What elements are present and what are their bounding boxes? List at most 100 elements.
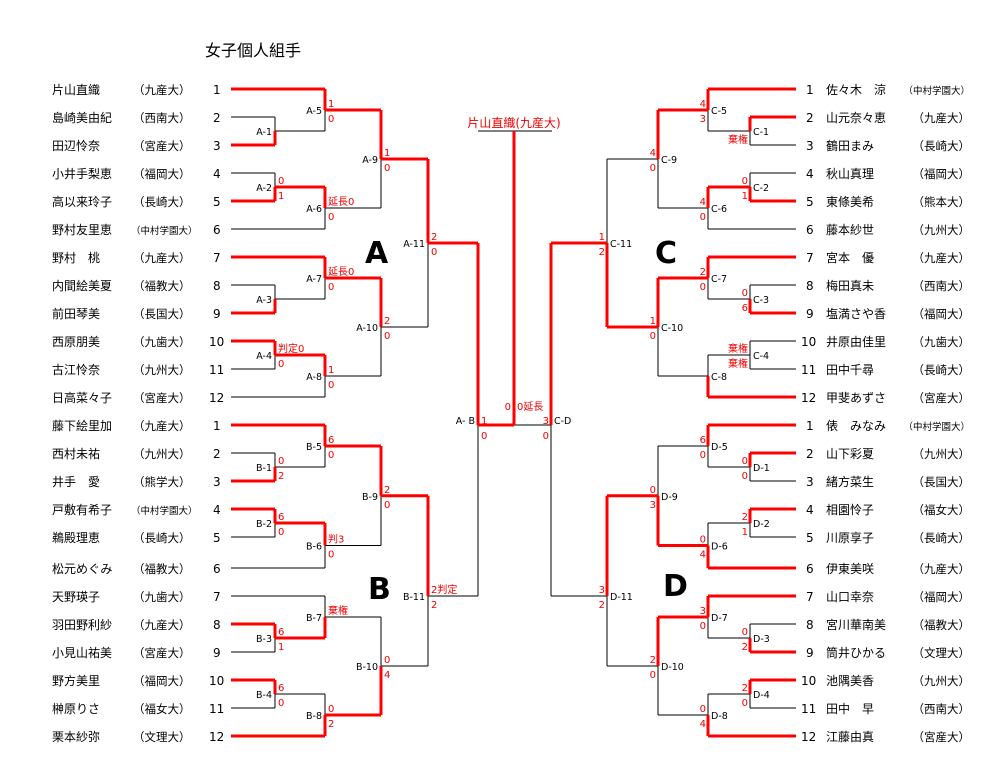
score-bottom: 0 <box>328 212 334 223</box>
player-name: 山口幸奈 <box>826 590 874 604</box>
player-university: （中村学園大） <box>131 505 198 517</box>
match-label: B-8 <box>306 711 322 722</box>
player-university: （長国大） <box>133 307 191 321</box>
player-name: 島崎美由紀 <box>52 110 112 125</box>
match-label: D-5 <box>711 442 728 453</box>
match-label: D-2 <box>753 519 770 530</box>
player-name: 片山直織 <box>52 83 100 97</box>
player-seed: 2 <box>213 447 221 461</box>
score-bottom: 0 <box>742 698 748 709</box>
player-name: 西原朋美 <box>52 335 100 349</box>
match-label: A-2 <box>256 183 272 194</box>
champion-name: 片山直織(九産大) <box>467 115 560 130</box>
player-university: （福岡大） <box>913 307 971 321</box>
player-seed: 12 <box>209 391 224 405</box>
match-label: C-5 <box>711 106 727 117</box>
player-seed: 1 <box>806 83 814 97</box>
score-bottom: 4 <box>700 719 706 730</box>
winner-path-lines <box>231 87 796 738</box>
player-seed: 7 <box>213 590 221 604</box>
player-seed: 5 <box>213 195 221 209</box>
score-top: 0 <box>700 535 706 546</box>
score-top: 棄権 <box>728 342 748 355</box>
player-name: 日高菜々子 <box>52 390 112 405</box>
score-bottom: 0 <box>278 527 284 538</box>
score-bottom: 0 <box>700 621 706 632</box>
player-name: 高以来玲子 <box>52 194 112 209</box>
match-label: C-9 <box>661 155 677 166</box>
player-university: （長崎大） <box>133 195 191 209</box>
score-bottom: 3 <box>700 114 706 125</box>
score-bottom: 4 <box>384 670 390 681</box>
score-top: 0 <box>650 485 656 496</box>
score-bottom: 0 <box>328 282 334 293</box>
player-name: 緒方菜生 <box>826 474 874 489</box>
match-label: B-7 <box>306 613 322 624</box>
match-label: D-6 <box>711 542 728 553</box>
player-seed: 9 <box>806 307 814 321</box>
score-bottom: 0 <box>431 247 437 258</box>
match-label: A-1 <box>256 127 272 138</box>
player-seed: 3 <box>806 475 814 489</box>
score-top: 3 <box>599 585 605 596</box>
player-seed: 8 <box>806 618 814 632</box>
match-label: C-7 <box>711 274 727 285</box>
group-letter-d: D <box>663 569 688 604</box>
player-name: 栗本紗弥 <box>52 729 100 744</box>
score-top: 判定0 <box>278 342 304 355</box>
player-seed: 1 <box>213 83 221 97</box>
player-seed: 4 <box>806 167 814 181</box>
group-letter-c: C <box>655 236 677 271</box>
score-top: 棄権 <box>328 604 348 617</box>
match-label: D-7 <box>711 613 728 624</box>
player-seed: 9 <box>213 307 221 321</box>
bracket-text: 片山直織（九産大）1島崎美由紀（西南大）2田辺怜奈（宮産大）3小井手梨恵（福岡大… <box>52 82 970 744</box>
score-top: 1 <box>328 99 334 110</box>
player-seed: 7 <box>213 251 221 265</box>
score-bottom: 0 <box>700 282 706 293</box>
score-bottom: 2 <box>742 642 748 653</box>
player-university: （九歯大） <box>913 335 971 349</box>
player-university: （福教大） <box>133 562 191 576</box>
match-label: C-10 <box>661 323 683 334</box>
score-top: 0 <box>742 627 748 638</box>
player-university: （中村学園大） <box>903 85 970 97</box>
player-university: （長崎大） <box>133 531 191 545</box>
match-label: C-6 <box>711 204 727 215</box>
match-label: A-9 <box>362 155 378 166</box>
score-top: 4 <box>700 99 706 110</box>
player-seed: 10 <box>801 335 816 349</box>
player-university: （九産大） <box>913 251 971 265</box>
score-top: 0 <box>742 456 748 467</box>
match-label: B-9 <box>362 492 378 503</box>
player-university: （九産大） <box>133 419 191 433</box>
player-university: （九州大） <box>913 223 971 237</box>
score-bottom: 2 <box>599 247 605 258</box>
score-top: 0 <box>328 704 334 715</box>
match-label: D-9 <box>661 492 678 503</box>
score-top: 0 <box>278 456 284 467</box>
score-bottom: 0 <box>650 331 656 342</box>
player-seed: 2 <box>806 111 814 125</box>
player-name: 甲斐あずさ <box>826 391 886 405</box>
player-name: 鶴田まみ <box>826 138 874 153</box>
player-seed: 6 <box>213 223 221 237</box>
player-university: （九産大） <box>913 111 971 125</box>
player-university: （熊学大） <box>133 475 191 489</box>
score-top: 2判定 <box>431 583 457 596</box>
player-seed: 11 <box>209 702 224 716</box>
player-seed: 1 <box>806 419 814 433</box>
player-name: 山下彩夏 <box>826 447 874 461</box>
player-seed: 7 <box>806 590 814 604</box>
score-bottom: 0 <box>328 550 334 561</box>
score-top: 1 <box>384 148 390 159</box>
player-university: （宮産大） <box>913 391 971 405</box>
player-seed: 9 <box>806 646 814 660</box>
match-label: B-11 <box>403 592 425 603</box>
player-name: 宮川華南美 <box>826 617 886 632</box>
player-name: 川原享子 <box>826 530 874 545</box>
player-name: 野村友里恵 <box>52 223 112 237</box>
match-label: B-10 <box>356 662 378 673</box>
score-bottom: 棄権 <box>728 357 748 370</box>
player-university: （長崎大） <box>913 363 971 377</box>
